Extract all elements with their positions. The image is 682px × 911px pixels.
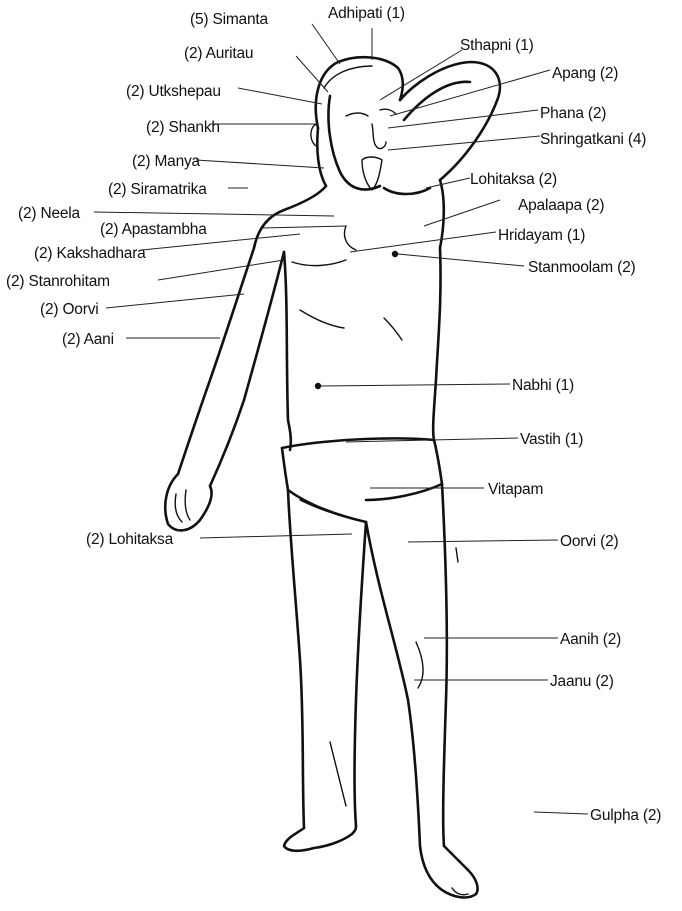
label-apang: Apang (2)	[552, 65, 618, 82]
label-apastambha: (2) Apastambha	[100, 221, 207, 238]
label-vitapam: Vitapam	[488, 481, 543, 498]
label-sthapni: Sthapni (1)	[460, 37, 534, 54]
label-shringatkani: Shringatkani (4)	[540, 131, 646, 148]
label-gulpha: Gulpha (2)	[590, 807, 661, 824]
label-phana: Phana (2)	[540, 105, 606, 122]
label-stanrohitam: (2) Stanrohitam	[6, 273, 110, 290]
label-lohitaksa-upper: Lohitaksa (2)	[470, 171, 557, 188]
marma-labels: (5) Simanta Adhipati (1) (2) Auritau Sth…	[6, 5, 661, 824]
stanmoolam-dot	[392, 251, 398, 257]
label-adhipati: Adhipati (1)	[328, 5, 405, 22]
label-simanta: (5) Simanta	[190, 11, 268, 28]
label-neela: (2) Neela	[18, 205, 81, 222]
label-stanmoolam: Stanmoolam (2)	[528, 259, 636, 276]
label-siramatrika: (2) Siramatrika	[108, 181, 207, 198]
label-lohitaksa-lower: (2) Lohitaksa	[86, 531, 174, 548]
label-shankh: (2) Shankh	[146, 119, 220, 136]
label-oorvi-right: Oorvi (2)	[560, 533, 619, 550]
leader-lines	[94, 24, 588, 814]
label-manya: (2) Manya	[132, 153, 201, 170]
label-jaanu: Jaanu (2)	[550, 673, 614, 690]
label-apalaapa: Apalaapa (2)	[518, 197, 604, 214]
label-utkshepau: (2) Utkshepau	[126, 83, 221, 100]
human-figure	[165, 57, 500, 897]
label-auritau: (2) Auritau	[184, 45, 253, 62]
label-aani-left: (2) Aani	[62, 331, 114, 348]
label-kakshadhara: (2) Kakshadhara	[34, 245, 146, 262]
label-aanih: Aanih (2)	[560, 631, 621, 648]
label-vastih: Vastih (1)	[520, 431, 583, 448]
label-nabhi: Nabhi (1)	[512, 377, 574, 394]
label-oorvi-left: (2) Oorvi	[40, 301, 98, 318]
label-hridayam: Hridayam (1)	[498, 227, 585, 244]
